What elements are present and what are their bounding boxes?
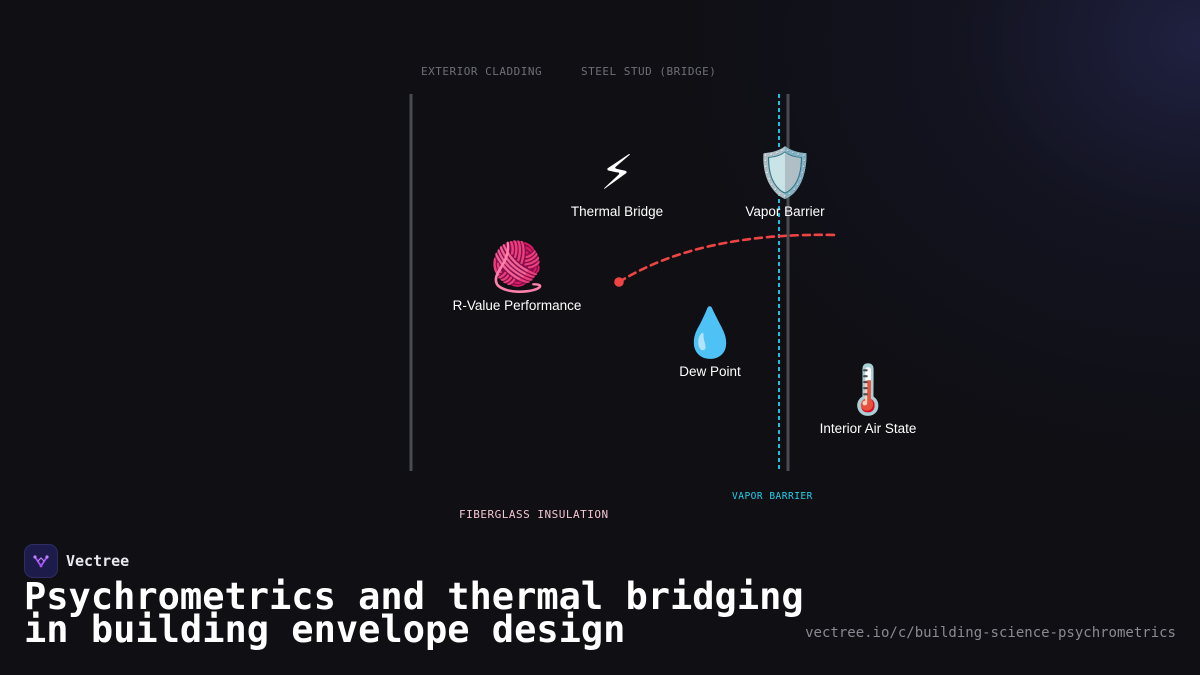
node-label: Dew Point: [679, 364, 741, 379]
page-title: Psychrometrics and thermal bridging in b…: [24, 575, 824, 651]
exterior-cladding-label: EXTERIOR CLADDING: [421, 65, 543, 78]
droplet-icon: 💧: [680, 305, 740, 361]
brand[interactable]: Vectree: [24, 544, 129, 578]
heat-flow-start-dot: [614, 277, 624, 287]
vapor-barrier-bottom-label: VAPOR BARRIER: [732, 491, 813, 502]
node-label: Thermal Bridge: [570, 204, 664, 219]
brand-name: Vectree: [66, 552, 130, 570]
node-label: Vapor Barrier: [745, 204, 825, 219]
steel-stud-label: STEEL STUD (BRIDGE): [581, 65, 717, 78]
vectree-logo-icon: [24, 544, 58, 578]
node-interior-air[interactable]: 🌡️ Interior Air State: [778, 359, 958, 436]
node-r-value[interactable]: 🧶 R-Value Performance: [427, 236, 607, 313]
fiberglass-insulation-label: FIBERGLASS INSULATION: [459, 508, 609, 521]
lightning-icon: ⚡: [600, 145, 634, 201]
yarn-icon: 🧶: [487, 239, 547, 295]
title-line-1: Psychrometrics and thermal bridging: [24, 575, 804, 618]
shield-icon: 🛡️: [755, 145, 815, 201]
heat-flow-curve: [617, 233, 838, 284]
node-label: Interior Air State: [819, 421, 917, 436]
course-url-link[interactable]: vectree.io/c/building-science-psychromet…: [805, 625, 1176, 641]
thermometer-icon: 🌡️: [838, 362, 898, 418]
node-label: R-Value Performance: [452, 298, 582, 313]
node-dew-point[interactable]: 💧 Dew Point: [620, 302, 800, 379]
node-vapor-barrier[interactable]: 🛡️ Vapor Barrier: [695, 142, 875, 219]
title-line-2: in building envelope design: [24, 608, 626, 651]
node-thermal-bridge[interactable]: ⚡ Thermal Bridge: [527, 142, 707, 219]
